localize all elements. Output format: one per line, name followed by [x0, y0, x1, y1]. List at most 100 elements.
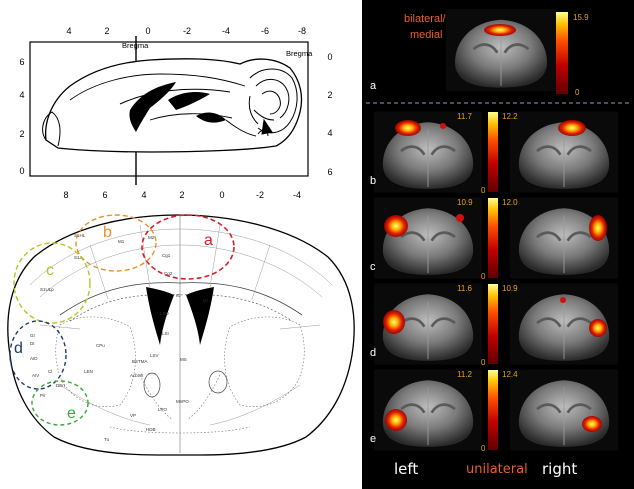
atlas-label: Cg1 — [162, 253, 171, 258]
panel-d-left-activation — [383, 310, 405, 334]
atlas-label: LV — [203, 298, 208, 303]
region-d-ellipse — [9, 320, 67, 390]
atlas-label: LSV — [150, 353, 159, 358]
panel-c-colorbar — [488, 198, 498, 278]
activation-panels: 15.9 0 a bilateral/ medial 11.7 12.2 0 b… — [362, 0, 634, 489]
atlas-label: DI — [30, 341, 35, 346]
atlas-label: AID — [30, 356, 38, 361]
top-tick: 4 — [66, 26, 71, 36]
atlas-label: BSTMA — [132, 359, 148, 364]
scale-min: 0 — [575, 88, 580, 97]
atlas-label: LEN — [84, 369, 93, 374]
atlas-label: S1HL — [74, 233, 86, 238]
label-right: right — [542, 460, 578, 478]
sagittal-frame — [29, 41, 309, 177]
coronal-outline — [7, 214, 355, 456]
region-b-ellipse — [75, 214, 157, 272]
scale-min: 0 — [481, 358, 486, 367]
panel-e-right-activation — [582, 416, 602, 432]
scale-max: 11.2 — [457, 370, 473, 379]
left-tick: 2 — [19, 129, 24, 139]
scale-max: 12.2 — [502, 112, 518, 121]
ventricle-left — [146, 287, 174, 345]
atlas-label: Cl — [48, 369, 52, 374]
scale-max: 12.4 — [502, 370, 518, 379]
region-d-letter: d — [14, 340, 23, 357]
region-a-ellipse — [141, 214, 235, 280]
ventricle-shape — [129, 82, 176, 132]
region-c-letter: c — [46, 262, 54, 279]
atlas-label: S1J — [74, 255, 82, 260]
panel-d-right-activation — [589, 319, 607, 337]
panel-d-colorbar — [488, 284, 498, 364]
activation-svg: 15.9 0 a bilateral/ medial 11.7 12.2 0 b… — [366, 7, 630, 453]
region-a-letter: a — [204, 232, 213, 249]
panel-a-slice — [446, 7, 556, 93]
bottom-tick: 2 — [179, 190, 184, 200]
atlas-label: AIV — [32, 373, 39, 378]
panel-a-activation — [484, 24, 516, 36]
atlas-label: IG — [176, 293, 181, 298]
left-tick: 4 — [19, 90, 24, 100]
scale-min: 0 — [481, 444, 486, 453]
right-tick: 4 — [327, 128, 332, 138]
atlas-label: MnPO — [176, 399, 189, 404]
right-tick: 6 — [327, 167, 332, 177]
atlas-label: Cg2 — [164, 271, 173, 276]
panel-label: a — [370, 80, 377, 92]
left-tick: 0 — [19, 166, 24, 176]
scale-min: 0 — [481, 186, 486, 195]
atlas-label: S1ULp — [40, 287, 54, 292]
right-tick: 0 — [327, 52, 332, 62]
scale-max: 15.9 — [573, 13, 589, 22]
atlas-label: LPO — [158, 407, 168, 412]
panel-c-left-activation — [384, 215, 408, 237]
atlas-label: LSD — [160, 311, 170, 316]
scale-max: 10.9 — [457, 198, 473, 207]
left-tick: 6 — [19, 57, 24, 67]
bottom-tick: 0 — [219, 190, 224, 200]
panel-label: c — [370, 261, 376, 273]
bregma-label-right: Bregma — [286, 49, 313, 58]
panel-e-left-activation — [385, 409, 407, 431]
atlas-label: VP — [130, 413, 136, 418]
panel-c-right-activation — [589, 215, 607, 241]
scale-max: 10.9 — [502, 284, 518, 293]
panel-b-left-activation — [395, 120, 421, 136]
panel-label: e — [370, 433, 376, 445]
top-tick: -4 — [222, 26, 230, 36]
scale-max: 12.0 — [502, 198, 518, 207]
scale-max: 11.7 — [457, 112, 473, 121]
bottom-tick: 8 — [63, 190, 68, 200]
panel-label: b — [370, 175, 376, 187]
region-e-letter: e — [67, 405, 76, 422]
panel-b-right-activation — [558, 120, 586, 136]
bottom-tick: -4 — [293, 190, 301, 200]
scale-min: 0 — [481, 272, 486, 281]
atlas-label: DEn — [56, 383, 65, 388]
panel-a-caption-line2: medial — [410, 29, 442, 41]
panel-a-colorbar — [556, 12, 568, 94]
bregma-label: Bregma — [122, 41, 149, 50]
panel-label: d — [370, 347, 376, 359]
atlas-label: CPu — [96, 343, 105, 348]
top-tick: 2 — [104, 26, 109, 36]
atlas-label: AcbSh — [130, 373, 144, 378]
scale-max: 11.6 — [457, 284, 473, 293]
top-tick: -8 — [298, 26, 306, 36]
panel-b-colorbar — [488, 112, 498, 192]
bottom-tick: 6 — [102, 190, 107, 200]
panel-e-colorbar — [488, 370, 498, 450]
top-tick: -2 — [183, 26, 191, 36]
region-b-letter: b — [103, 224, 112, 241]
label-left: left — [394, 460, 419, 478]
atlas-label: Tu — [104, 437, 110, 442]
bottom-tick: -2 — [256, 190, 264, 200]
top-tick: 0 — [145, 26, 150, 36]
coronal-atlas: S1HL M1 M2 Cg1 Cg2 S1ULp S1J GI DI AID A… — [7, 214, 355, 456]
bottom-tick: 4 — [141, 190, 146, 200]
atlas-label: M2 — [148, 235, 155, 240]
atlas-label: HDB — [146, 427, 156, 432]
atlas-label: Pir — [40, 393, 46, 398]
atlas-label: GI — [30, 333, 35, 338]
